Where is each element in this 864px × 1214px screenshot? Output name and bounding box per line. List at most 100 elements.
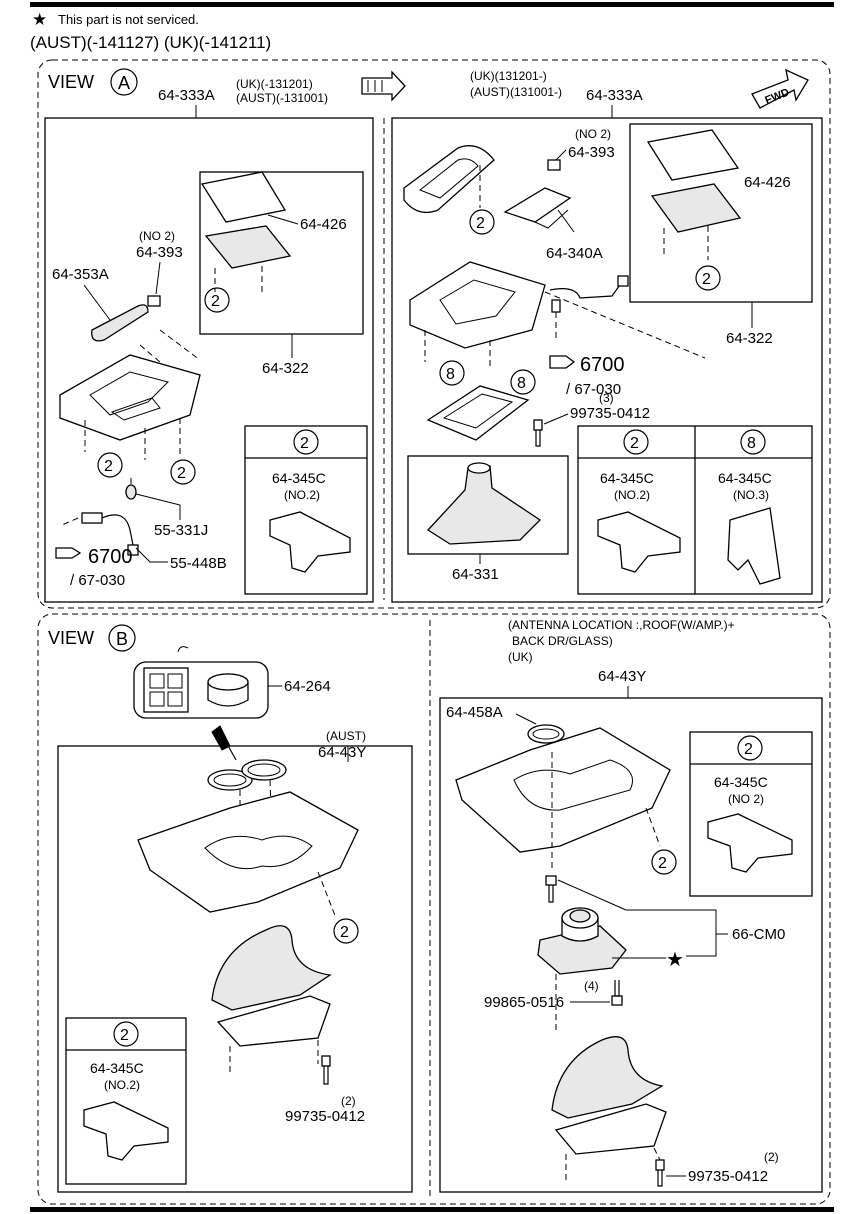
- part-clip: [597, 511, 681, 573]
- boot-subbox: [407, 455, 569, 555]
- part-clip: [269, 511, 351, 573]
- label-bolt-qty: (2): [341, 1094, 356, 1108]
- label-99865-0516: 99865-0516: [484, 994, 564, 1011]
- part-mat-sheet: [143, 667, 189, 713]
- part-bolt: [533, 419, 543, 431]
- applicability-range: (AUST)(-141127) (UK)(-141211): [30, 33, 271, 52]
- part-console-boot: [211, 925, 332, 1011]
- part-cup-ring: [241, 759, 287, 781]
- part-console-panel: [409, 261, 546, 349]
- svg-text:2: 2: [300, 435, 309, 452]
- antenna-note-line1: (ANTENNA LOCATION :,ROOF(W/AMP.)+: [508, 618, 735, 632]
- view-b-title: VIEW: [48, 628, 94, 648]
- antenna-note-line2: BACK DR/GLASS): [512, 634, 613, 648]
- view-b: VIEW B 64-264 (AUST) 64-43Y: [37, 613, 831, 1205]
- svg-text:8: 8: [747, 435, 756, 452]
- svg-text:2: 2: [120, 1027, 129, 1044]
- svg-text:2: 2: [104, 458, 113, 475]
- callout-2: [651, 849, 677, 875]
- inset-part-64-345c: 64-345C: [600, 470, 654, 486]
- svg-text:2: 2: [177, 465, 186, 482]
- callout-2: [97, 452, 123, 478]
- view-b-right: (ANTENNA LOCATION :,ROOF(W/AMP.)+ BACK D…: [439, 618, 823, 1193]
- view-a-letter-circle: [110, 68, 138, 96]
- view-a-title: VIEW: [48, 72, 94, 92]
- inset-qty-no3: (NO.3): [733, 488, 769, 502]
- qual-uk-new: (UK)(131201-): [470, 69, 547, 83]
- part-screw: [611, 995, 623, 1006]
- part-bolt: [655, 1159, 665, 1171]
- lid-subbox: [199, 171, 364, 335]
- not-serviced-star: ★: [666, 949, 684, 971]
- inset-clip-box: [65, 1017, 187, 1185]
- svg-text:2: 2: [702, 271, 711, 288]
- part-clip-large: [727, 507, 781, 585]
- callout-2: [695, 265, 721, 291]
- label-64-393-qty: (NO 2): [139, 229, 175, 243]
- label-66-cm0: 66-CM0: [732, 926, 785, 943]
- label-99735-0412: 99735-0412: [285, 1108, 365, 1125]
- label-64-43y: 64-43Y: [318, 744, 366, 761]
- qual-uk-old: (UK)(-131201): [236, 77, 313, 91]
- view-b-frame: [37, 613, 831, 1205]
- svg-text:2: 2: [476, 215, 485, 232]
- label-64-322: 64-322: [262, 360, 309, 377]
- part-harness-connector: [81, 512, 103, 524]
- label-64-353a: 64-353A: [52, 266, 109, 283]
- svg-text:2: 2: [340, 924, 349, 941]
- part-console-panel: [59, 354, 201, 441]
- part-console-cupholder: [455, 727, 671, 853]
- inset-part-64-345c: 64-345C: [90, 1060, 144, 1076]
- label-bolt-qty: (3): [599, 391, 614, 405]
- svg-text:2: 2: [658, 855, 667, 872]
- inset-callout-8: [740, 429, 766, 455]
- inset-qty: (NO.2): [104, 1078, 140, 1092]
- part-switch: [547, 159, 561, 171]
- label-99735-0412: 99735-0412: [570, 405, 650, 422]
- label-6700: 6700: [580, 354, 625, 376]
- label-64-393-qty: (NO 2): [575, 127, 611, 141]
- label-64-393: 64-393: [568, 144, 615, 161]
- svg-text:2: 2: [630, 435, 639, 452]
- part-cup-ring: [527, 724, 565, 744]
- fwd-arrow-icon: FWD: [751, 68, 809, 109]
- label-64-340a: 64-340A: [546, 245, 603, 262]
- part-lid-base: [204, 225, 292, 269]
- part-bulb: [125, 484, 137, 500]
- region-uk: (UK): [508, 650, 533, 664]
- svg-text:8: 8: [446, 366, 455, 383]
- part-cup-ring: [207, 769, 253, 791]
- hand-pointer-icon: [55, 547, 82, 559]
- part-harness-wire: [101, 514, 134, 546]
- label-64-458a: 64-458A: [446, 704, 503, 721]
- inset-callout-2: [113, 1021, 139, 1047]
- callout-2: [333, 918, 359, 944]
- label-6700: 6700: [88, 546, 133, 568]
- part-switch: [147, 295, 161, 307]
- star-symbol: ★: [32, 10, 47, 29]
- callout-2: [170, 459, 196, 485]
- view-b-left: 64-264 (AUST) 64-43Y 2: [57, 646, 413, 1193]
- part-bolt: [321, 1055, 331, 1067]
- inset-part-64-345c: 64-345C: [718, 470, 772, 486]
- lid-subbox: [629, 123, 813, 303]
- part-shift-bezel: [403, 145, 495, 214]
- label-64-393: 64-393: [136, 244, 183, 261]
- part-boot-frame: [554, 1103, 667, 1155]
- qual-aust-old: (AUST)(-131001): [236, 91, 328, 105]
- svg-text:2: 2: [744, 741, 753, 758]
- view-a-left: 64-333A (UK)(-131201) (AUST)(-131001) 64…: [44, 70, 406, 603]
- top-rule: [30, 2, 834, 7]
- part-commander-switch: [537, 925, 627, 975]
- inset-callout-2: [623, 429, 649, 455]
- callout-8: [510, 369, 536, 395]
- mat-subbox: [133, 661, 269, 719]
- inset-clip-box: [689, 731, 813, 897]
- svg-text:8: 8: [517, 375, 526, 392]
- part-64-333a: 64-333A: [158, 87, 215, 104]
- part-lid-cover: [200, 171, 287, 223]
- label-64-426: 64-426: [300, 216, 347, 233]
- label-99735-0412: 99735-0412: [688, 1168, 768, 1185]
- inset-callout-2: [737, 735, 763, 761]
